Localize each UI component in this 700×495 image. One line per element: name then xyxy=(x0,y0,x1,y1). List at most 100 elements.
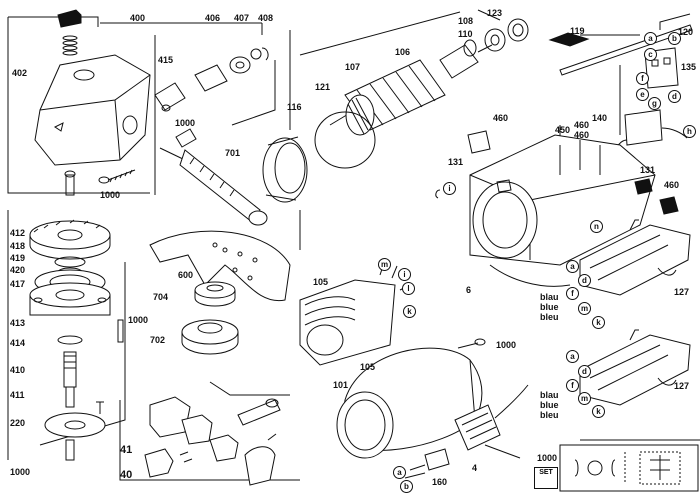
callout-1000-pinion: 1000 xyxy=(175,118,196,128)
callout-220: 220 xyxy=(10,418,26,428)
motor-cover xyxy=(336,347,483,459)
cable-connector xyxy=(404,448,450,479)
marker-f: f xyxy=(636,72,649,85)
marker-f-2: f xyxy=(566,287,579,300)
callout-123: 123 xyxy=(487,8,503,18)
gear-head-cover xyxy=(34,54,151,166)
callout-119: 119 xyxy=(570,26,585,36)
set-badge: SET xyxy=(534,467,558,489)
callout-135: 135 xyxy=(681,62,697,72)
callout-419: 419 xyxy=(10,253,26,263)
callout-40: 40 xyxy=(120,469,133,481)
callout-106: 106 xyxy=(395,47,411,57)
callout-107: 107 xyxy=(345,62,361,72)
brush-holders xyxy=(435,130,679,215)
switch-wiring-set-2 xyxy=(579,329,691,406)
callout-460-c: 460 xyxy=(493,113,509,123)
callout-702: 702 xyxy=(150,335,166,345)
callout-4: 4 xyxy=(472,463,478,473)
wire-color-fr-2: bleu xyxy=(540,410,559,420)
marker-d-3: d xyxy=(578,365,591,378)
callout-408: 408 xyxy=(258,13,274,23)
callout-420: 420 xyxy=(10,265,26,275)
callout-460-b: 460 xyxy=(574,130,590,140)
marker-b-4: b xyxy=(400,480,413,493)
callout-1000-flange: 1000 xyxy=(128,315,149,325)
marker-a-2: a xyxy=(566,260,579,273)
callout-127-bottom: 127 xyxy=(674,381,690,391)
marker-m: m xyxy=(378,258,391,271)
marker-a-3: a xyxy=(566,350,579,363)
marker-b: b xyxy=(668,32,681,45)
switch-carriers xyxy=(144,396,281,486)
marker-i-2: i xyxy=(398,268,411,281)
callout-460-a: 460 xyxy=(574,120,590,130)
switch-rod xyxy=(548,13,693,76)
marker-n: n xyxy=(590,220,603,233)
callout-105-top: 105 xyxy=(313,277,329,287)
callout-140: 140 xyxy=(592,113,608,123)
marker-g: g xyxy=(648,97,661,110)
group-bracket-lines xyxy=(7,9,700,481)
wire-color-en-1: blue xyxy=(540,302,559,312)
wire-color-set-1: blau blue bleu xyxy=(540,292,559,322)
fan-baffle xyxy=(314,111,376,169)
cover-screw xyxy=(98,169,136,184)
marker-a-4: a xyxy=(393,466,406,479)
power-cable xyxy=(454,384,529,459)
callout-105-bottom: 105 xyxy=(360,362,376,372)
callout-410: 410 xyxy=(10,365,26,375)
armature-bearings xyxy=(463,18,529,57)
armature xyxy=(329,44,493,136)
callout-418: 418 xyxy=(10,241,26,251)
spindle xyxy=(57,335,83,408)
callout-412: 412 xyxy=(10,228,26,238)
callout-600: 600 xyxy=(178,270,194,280)
callout-413: 413 xyxy=(10,318,26,328)
wire-color-de-2: blau xyxy=(540,390,559,400)
marker-k-3: k xyxy=(592,405,605,418)
wire-color-de-1: blau xyxy=(540,292,559,302)
wire-color-fr-1: bleu xyxy=(540,312,559,322)
callout-160: 160 xyxy=(432,477,448,487)
marker-l: l xyxy=(402,282,415,295)
callout-120: 120 xyxy=(678,27,694,37)
marker-d: d xyxy=(668,90,681,103)
callout-400: 400 xyxy=(130,13,146,23)
set-badge-label: SET xyxy=(539,469,553,476)
callout-1000-cover: 1000 xyxy=(100,190,121,200)
callout-108: 108 xyxy=(458,16,474,26)
marker-k-2: k xyxy=(592,316,605,329)
flange xyxy=(29,282,111,316)
callout-415: 415 xyxy=(158,55,174,65)
pinion-and-bearings xyxy=(154,47,269,112)
side-handle xyxy=(159,128,268,226)
callout-414: 414 xyxy=(10,338,26,348)
marker-m-3: m xyxy=(578,392,591,405)
callout-1000-set: 1000 xyxy=(537,453,558,463)
marker-i: i xyxy=(443,182,456,195)
callout-116: 116 xyxy=(287,102,302,112)
marker-f-3: f xyxy=(566,379,579,392)
wiring-schematic xyxy=(559,444,699,492)
callout-407: 407 xyxy=(234,13,250,23)
spindle-lock-button xyxy=(57,9,82,196)
callout-127-top: 127 xyxy=(674,287,690,297)
wire-color-en-2: blue xyxy=(540,400,559,410)
callout-1000-base: 1000 xyxy=(10,467,31,477)
marker-k: k xyxy=(403,305,416,318)
wheel-guard xyxy=(149,230,291,307)
callout-704: 704 xyxy=(153,292,169,302)
callout-1000-motor: 1000 xyxy=(496,340,517,350)
stator xyxy=(299,259,411,366)
marker-d-2: d xyxy=(578,274,591,287)
clamp-ring xyxy=(262,136,308,203)
callout-411: 411 xyxy=(10,390,25,400)
callout-450: 450 xyxy=(555,125,571,135)
marker-e: e xyxy=(636,88,649,101)
callout-121: 121 xyxy=(315,82,331,92)
marker-c: c xyxy=(644,48,657,61)
callout-460-d: 460 xyxy=(664,180,680,190)
marker-m-2: m xyxy=(578,302,591,315)
callout-402: 402 xyxy=(12,68,28,78)
